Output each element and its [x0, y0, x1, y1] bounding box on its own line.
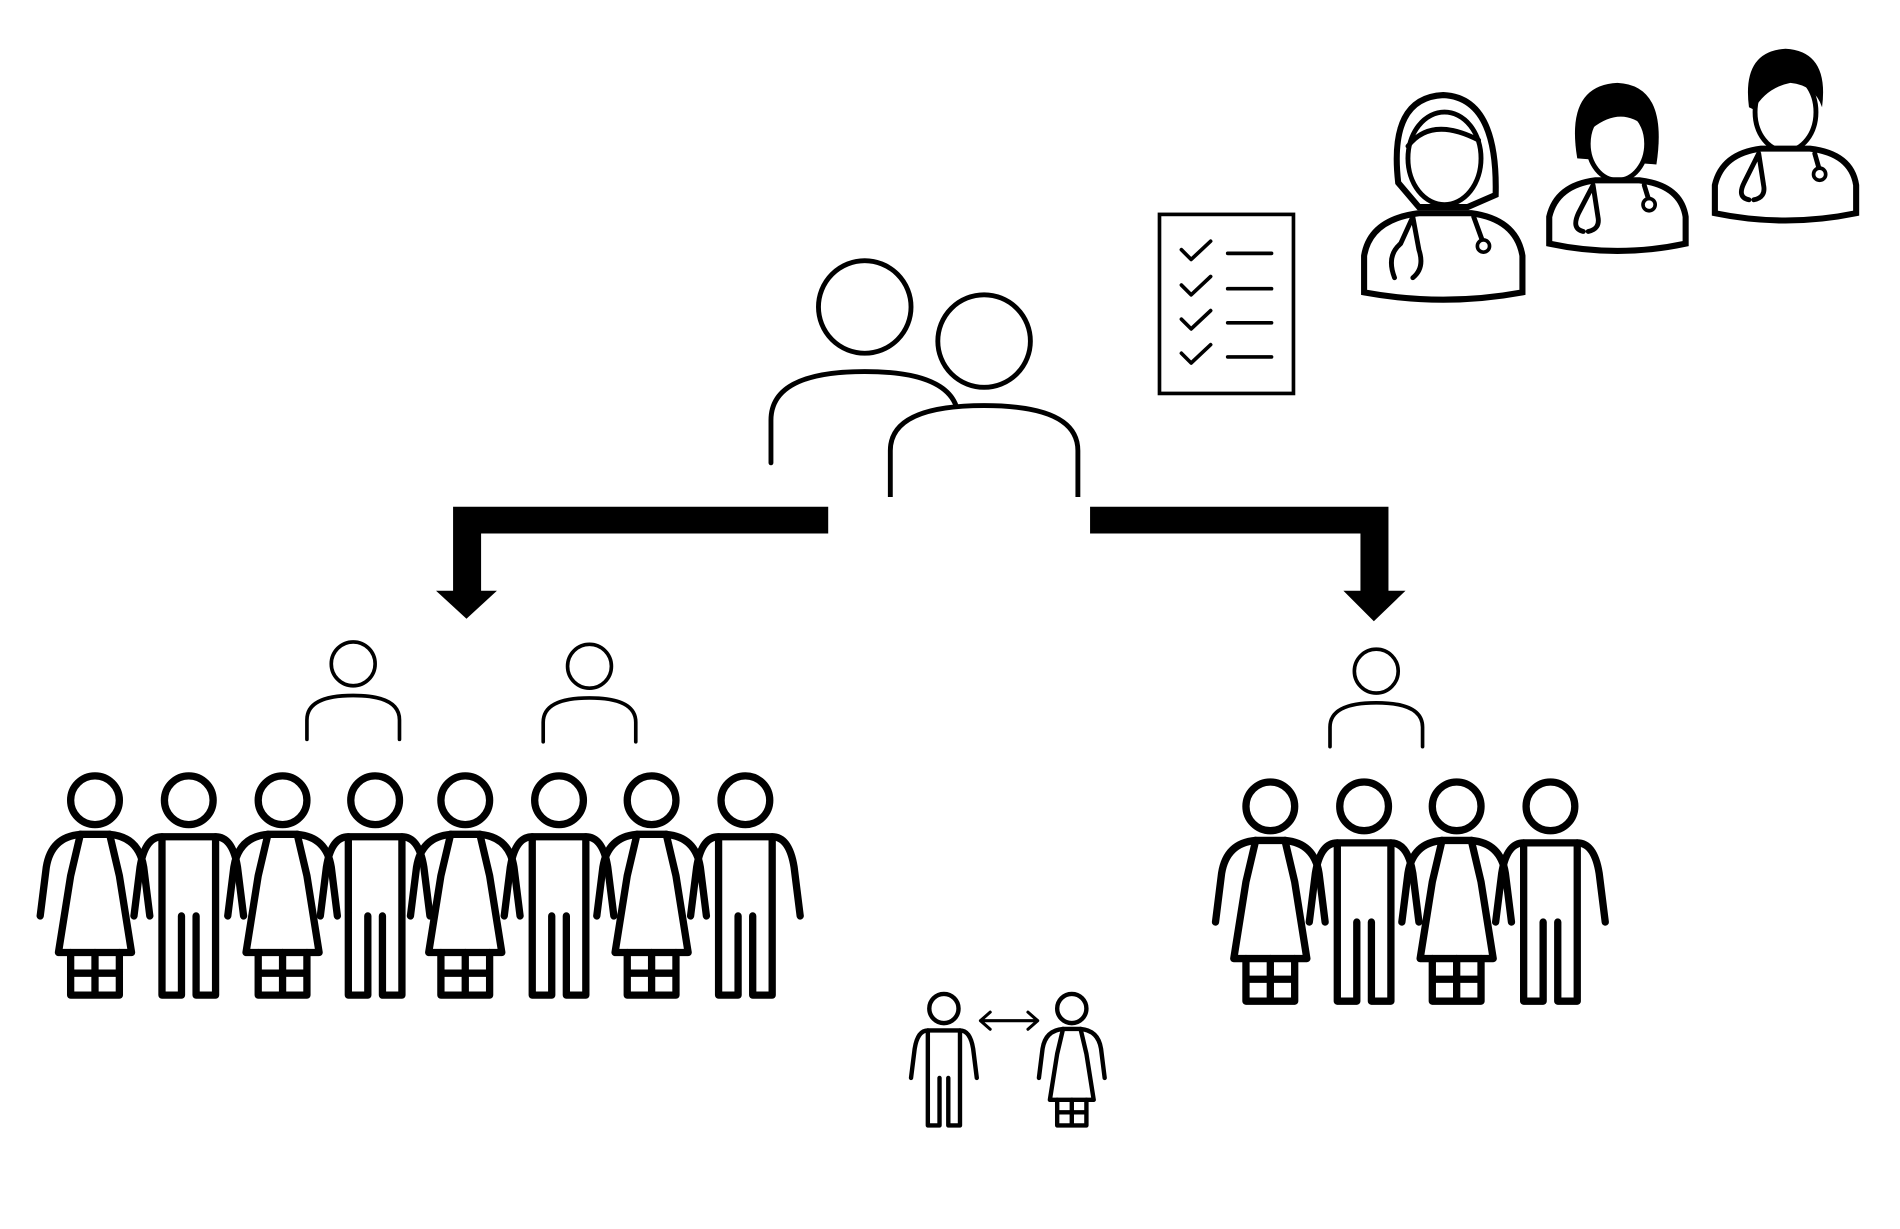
female-figure-icon — [40, 776, 150, 995]
female-figure-icon — [1039, 994, 1105, 1126]
left-group — [40, 776, 800, 995]
arrow-down-icon-left — [436, 506, 829, 619]
person-bust-icon — [1328, 647, 1425, 749]
male-figure-icon — [134, 776, 244, 995]
two-people-icon — [768, 258, 1081, 497]
person-bust-icon — [541, 642, 638, 744]
exchange-pair — [911, 994, 1105, 1126]
male-figure-icon — [691, 776, 801, 995]
female-figure-icon — [1216, 782, 1326, 1001]
person-bust-icon — [305, 640, 402, 742]
doctor-icon-male — [1711, 48, 1860, 224]
double-arrow-icon — [978, 1010, 1040, 1031]
right-group — [1216, 782, 1606, 1001]
male-figure-icon — [1496, 782, 1606, 1001]
arrow-down-icon-right — [1090, 506, 1406, 622]
male-figure-icon — [911, 994, 977, 1126]
doctor-icon-female-large — [1361, 91, 1526, 303]
doctor-icon-female-small — [1546, 82, 1689, 254]
checklist-icon — [1157, 212, 1296, 396]
